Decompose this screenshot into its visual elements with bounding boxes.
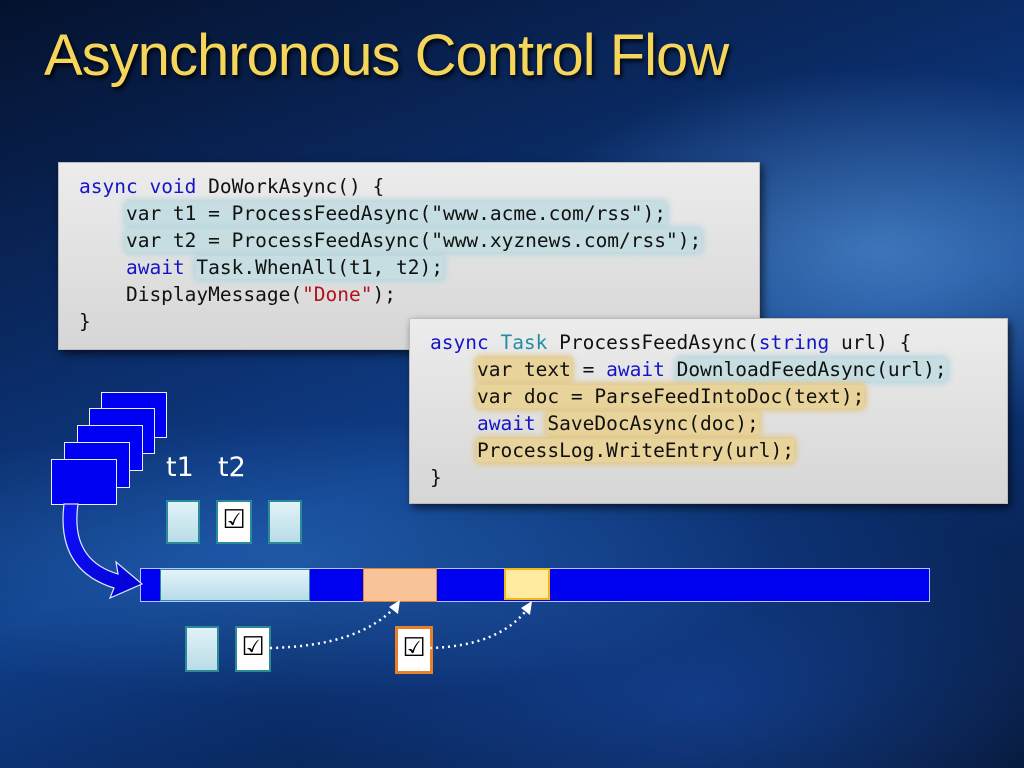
code-token: string (758, 331, 830, 354)
code-line: var t2 = ProcessFeedAsync("www.xyznews.c… (79, 227, 702, 254)
code-token: async (79, 175, 138, 198)
task-completed-lower: ☑ (235, 626, 271, 672)
code-token: "Done" (302, 283, 373, 306)
code-token: var text (476, 358, 571, 381)
task-label-t2: t2 (218, 452, 246, 483)
code-line: await SaveDocAsync(doc); (430, 410, 759, 437)
task-pending-lower (185, 626, 219, 672)
slide-title: Asynchronous Control Flow (44, 23, 729, 88)
checkbox-icon: ☑ (241, 632, 265, 662)
dispatch-arrow-icon (62, 503, 144, 600)
code-token: var t2 = ProcessFeedAsync("www.xyznews.c… (125, 229, 702, 252)
code-token: ); (372, 283, 396, 306)
code-token: DoWorkAsync() { (196, 175, 385, 198)
code-token: var t1 = ProcessFeedAsync("www.acme.com/… (125, 202, 667, 225)
code-line: DisplayMessage("Done"); (79, 281, 396, 308)
code-token: await (476, 412, 536, 435)
code-line: ProcessLog.WriteEntry(url); (430, 437, 794, 464)
task-pending (268, 500, 302, 544)
code-token: Task (500, 331, 548, 354)
continuation-arrow-1 (269, 605, 397, 650)
ui-thread-timeline (140, 568, 930, 602)
code-token: Task.WhenAll(t1, t2); (196, 256, 443, 279)
code-line: async Task ProcessFeedAsync(string url) … (430, 329, 911, 356)
continuation-arrowhead-1-icon (389, 600, 400, 614)
task-t1-pending (166, 500, 200, 544)
continuation-arrowhead-2-icon (521, 601, 532, 615)
code-token: DisplayMessage( (79, 283, 303, 306)
timeline-segment-continuation-1 (363, 568, 437, 602)
code-line: await Task.WhenAll(t1, t2); (79, 254, 443, 281)
code-token: async (430, 331, 489, 354)
code-line: } (79, 308, 91, 335)
code-token: await (606, 358, 665, 381)
code-token: ProcessLog.WriteEntry(url); (476, 439, 794, 462)
code-token: DownloadFeedAsync(url); (676, 358, 947, 381)
code-token: void (149, 175, 197, 198)
continuation-arrow-2 (429, 607, 530, 650)
code-token: var doc = ParseFeedIntoDoc(text); (476, 385, 865, 408)
code-line: async void DoWorkAsync() { (79, 173, 384, 200)
task-t2-completed: ☑ (216, 500, 252, 544)
code-token: SaveDocAsync(doc); (547, 412, 759, 435)
checkbox-icon: ☑ (222, 505, 246, 535)
task-completed-orange: ☑ (395, 626, 433, 674)
code-token: } (430, 466, 442, 489)
code-line: } (430, 464, 442, 491)
code-token: url) { (829, 331, 912, 354)
code-block-process-feed-async: async Task ProcessFeedAsync(string url) … (409, 318, 1008, 504)
timeline-segment-continuation-2 (504, 568, 550, 600)
message-stack-item (51, 459, 117, 505)
code-token: await (125, 256, 185, 279)
checkbox-icon: ☑ (402, 633, 426, 663)
code-line: var doc = ParseFeedIntoDoc(text); (430, 383, 865, 410)
code-token: ProcessFeedAsync( (547, 331, 759, 354)
code-token: = (570, 358, 607, 381)
timeline-segment-do-work (160, 569, 310, 601)
code-token: } (79, 310, 91, 333)
task-label-t1: t1 (166, 452, 194, 483)
code-line: var t1 = ProcessFeedAsync("www.acme.com/… (79, 200, 667, 227)
code-line: var text = await DownloadFeedAsync(url); (430, 356, 947, 383)
